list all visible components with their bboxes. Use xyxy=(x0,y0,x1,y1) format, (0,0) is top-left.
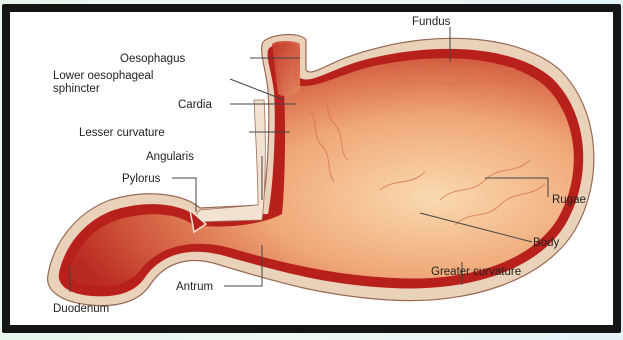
label-cardia: Cardia xyxy=(178,99,212,111)
label-fundus: Fundus xyxy=(412,16,451,28)
label-angularis: Angularis xyxy=(146,151,194,163)
label-body: Body xyxy=(533,237,559,249)
label-pylorus: Pylorus xyxy=(122,173,161,185)
label-les-line2: sphincter xyxy=(53,83,100,95)
label-duodenum: Duodenum xyxy=(53,303,109,315)
label-antrum: Antrum xyxy=(176,281,213,293)
label-oesophagus: Oesophagus xyxy=(120,53,185,65)
label-lesser-curvature: Lesser curvature xyxy=(79,127,165,139)
label-les-line1: Lower oesophageal xyxy=(53,70,153,82)
label-greater-curvature: Greater curvature xyxy=(431,266,521,278)
label-rugae: Rugae xyxy=(552,194,586,206)
